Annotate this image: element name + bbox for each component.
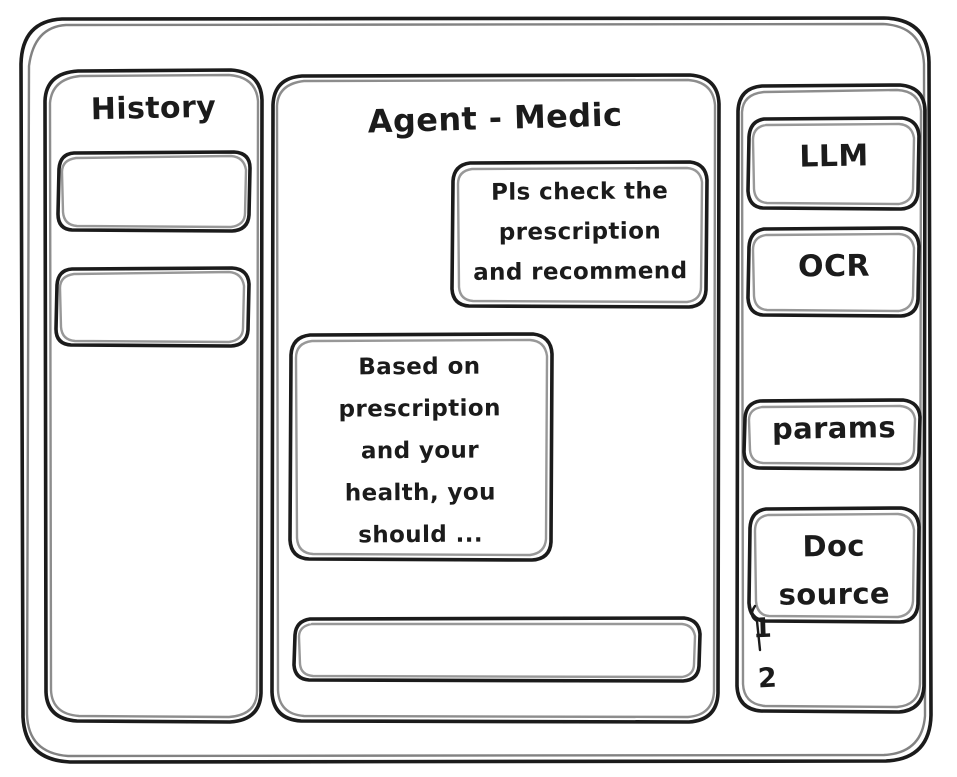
history-item-1[interactable] [58,152,250,231]
user-message-frame [450,160,709,309]
ocr-tool-frame[interactable] [746,226,921,318]
ocr-tool-button[interactable] [748,228,919,316]
window-frame [19,16,933,764]
llm-tool-frame[interactable] [746,116,921,211]
agent-panel-frame [270,73,721,724]
params-frame[interactable] [742,398,922,471]
doc-source-frame[interactable] [747,506,921,652]
assistant-message-text: Based on prescription and your health, y… [338,353,501,549]
doc-source-entry-2[interactable]: 2 [757,662,778,695]
composer-frame[interactable] [292,616,702,683]
assistant-message-frame [288,332,554,562]
history-item-1-frame[interactable] [56,150,252,233]
history-panel-frame [43,68,264,724]
history-item-2[interactable] [56,268,249,346]
history-panel-title: History [90,89,217,128]
tools-panel-frame [735,83,927,714]
doc-source-button[interactable] [749,508,919,622]
llm-tool-button[interactable] [748,118,919,209]
params-button[interactable] [744,400,920,469]
user-message-text: Pls check the prescription and recommend [473,178,688,286]
history-item-2-frame[interactable] [54,266,251,348]
message-input[interactable] [294,618,700,681]
